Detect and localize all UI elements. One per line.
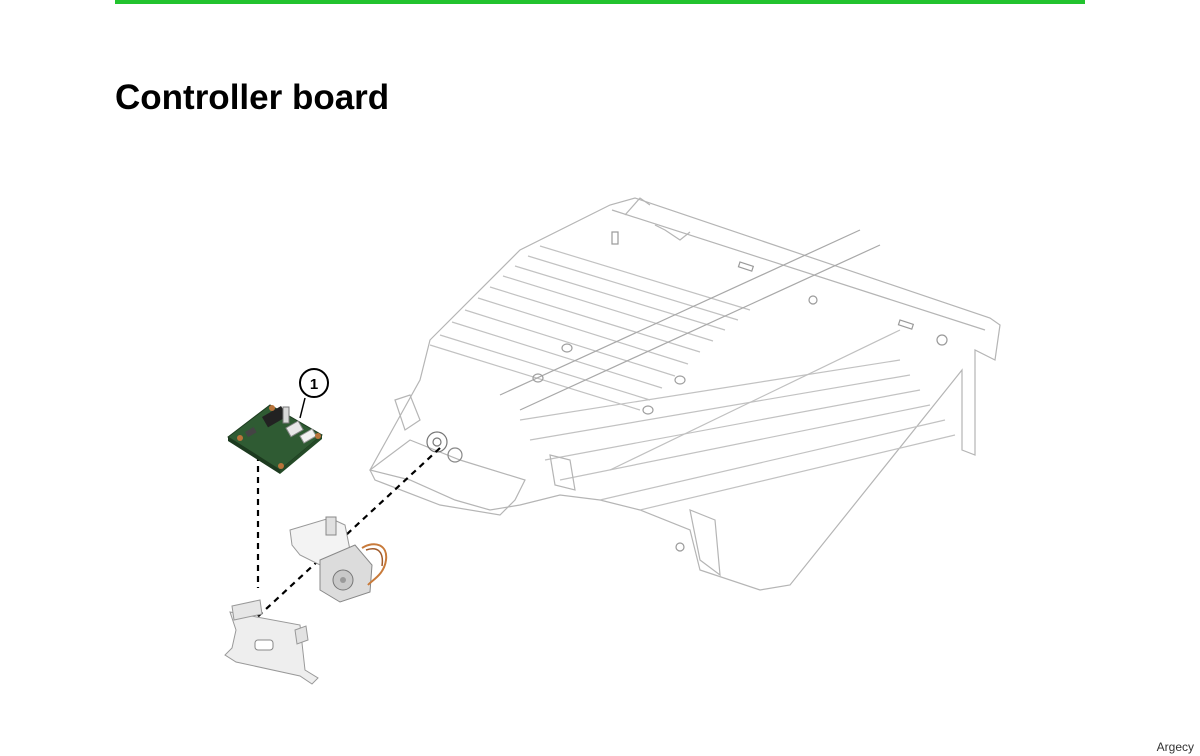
top-accent-rule xyxy=(115,0,1085,4)
page-title: Controller board xyxy=(115,78,390,117)
callout-1: 1 xyxy=(299,368,329,419)
motor-illustration xyxy=(289,516,388,603)
footer-brand: Argecy xyxy=(1156,740,1194,754)
mounting-bracket-illustration xyxy=(224,599,319,685)
callout-label-1: 1 xyxy=(310,376,318,393)
duplex-unit-illustration xyxy=(369,197,1001,591)
assembly-guide-lines xyxy=(251,447,441,623)
controller-board-illustration xyxy=(227,404,323,474)
